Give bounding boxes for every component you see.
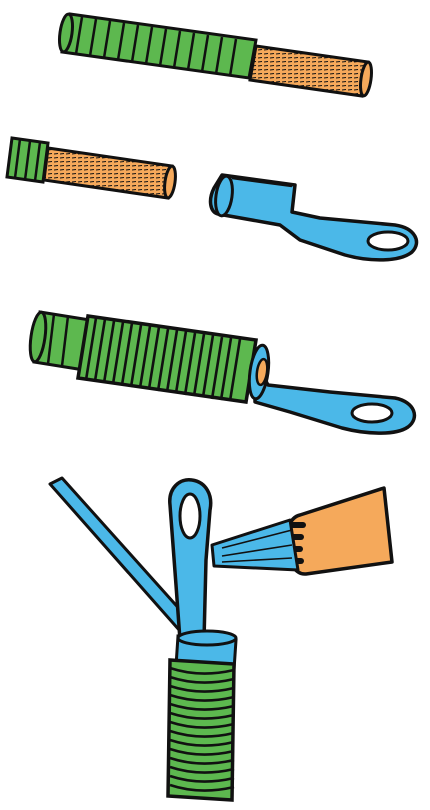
wire-conductor (44, 148, 177, 199)
step-1-stripped-wire (57, 13, 373, 96)
wire-insulation (57, 13, 256, 78)
step-3-crimped-terminal (28, 311, 415, 433)
terminal-lug (255, 360, 414, 433)
wire-conductor (250, 46, 373, 97)
solder-winding (168, 660, 234, 800)
wire-insulation (7, 138, 48, 182)
lug-hole (368, 232, 408, 250)
lug-hole (352, 404, 392, 422)
iron-tip (212, 520, 298, 570)
step-2-trimmed-wire (7, 138, 177, 199)
soldering-iron (212, 488, 392, 574)
lug-hole (180, 494, 200, 538)
terminal-lug (211, 175, 417, 260)
step-4-soldering (50, 478, 392, 800)
solder-winding (78, 316, 256, 402)
